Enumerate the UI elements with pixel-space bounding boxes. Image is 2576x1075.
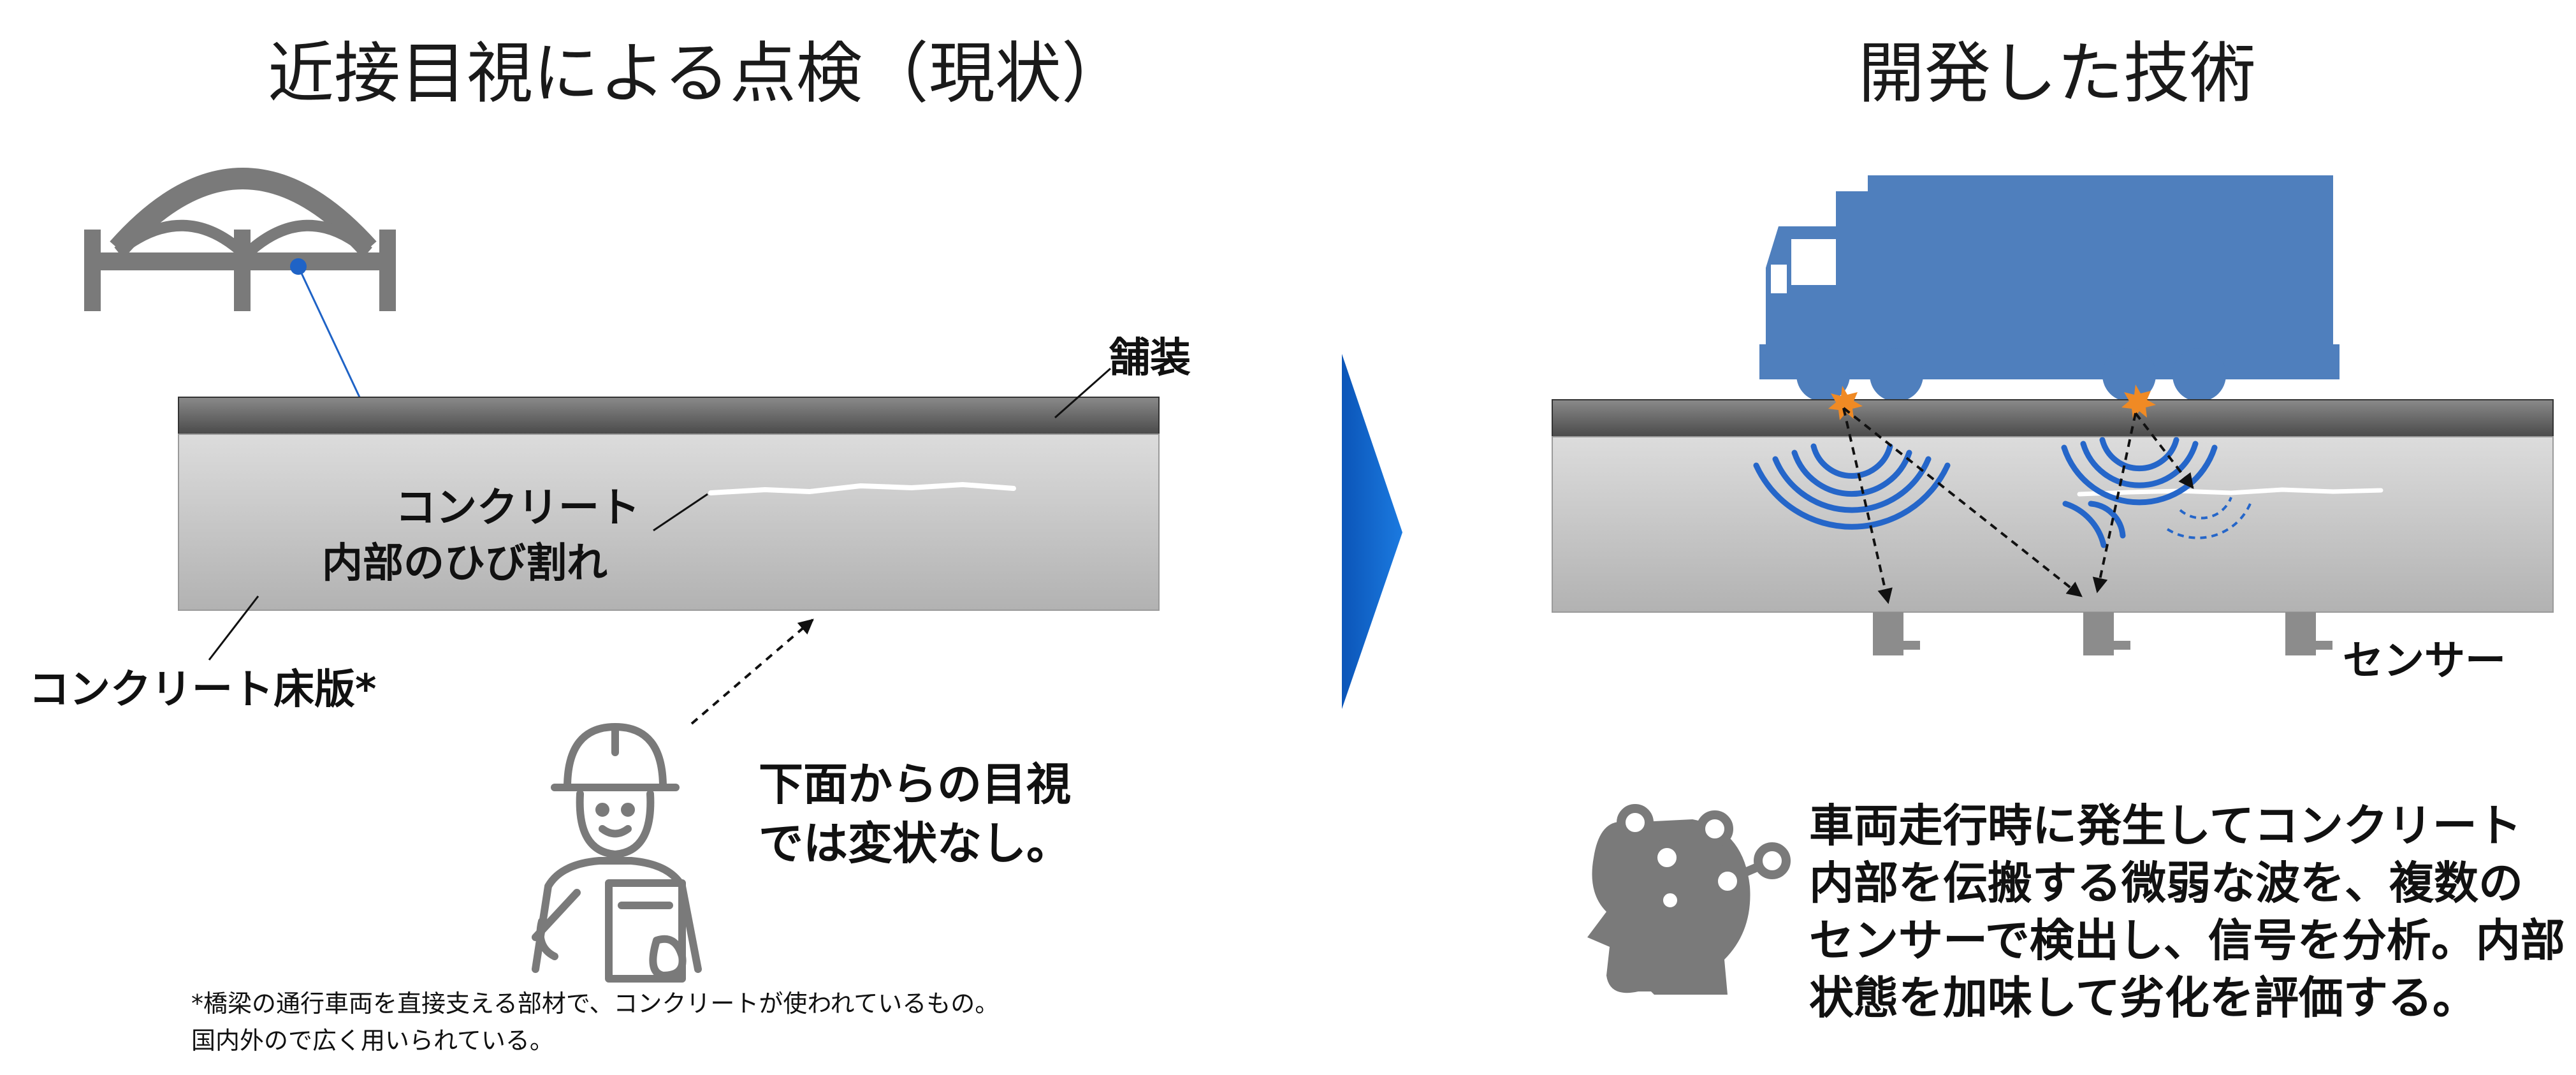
- crack-leader-line: [653, 493, 708, 532]
- ai-head-network-icon: [1587, 804, 1791, 995]
- sensor-label: センサー: [2343, 638, 2506, 685]
- pavement-label: 舗装: [1109, 335, 1191, 382]
- crack-label-line2: 内部のひび割れ: [322, 540, 608, 587]
- footnote-line2: 国内外ので広く用いられている。: [191, 1027, 554, 1055]
- internal-crack-right: [2077, 487, 2383, 497]
- pavement-layer-left: [178, 397, 1160, 435]
- description-line-2: 内部を伝搬する微弱な波を、複数の: [1809, 857, 2523, 909]
- description-line-1: 車両走行時に発生してコンクリート: [1809, 800, 2522, 852]
- footnote-line1: *橋梁の通行車両を直接支える部材で、コンクリートが使われているもの。: [191, 990, 1000, 1018]
- pavement-leader-line: [1054, 367, 1111, 419]
- impact-spark-icon: [1828, 384, 2156, 420]
- bridge-marker-dot: [290, 258, 307, 275]
- arch-bridge-icon: [84, 168, 396, 311]
- observation-line2: では変状なし。: [759, 817, 1071, 870]
- description-line-3: センサーで検出し、信号を分析。内部: [1809, 914, 2565, 967]
- truck-icon: [1759, 175, 2340, 402]
- sensor: [1873, 612, 2332, 655]
- description-line-4: 状態を加味して劣化を評価する。: [1809, 972, 2477, 1024]
- right-triangle-arrow-icon: [1342, 354, 1402, 709]
- elastic-wave-arcs: [1753, 437, 2218, 548]
- right-panel-title: 開発した技術: [1858, 34, 2257, 112]
- truck-windows: [1771, 239, 1836, 293]
- scattered-wave-arcs: [2166, 497, 2252, 539]
- left-panel-title: 近接目視による点検（現状）: [268, 34, 1128, 112]
- slab-leader-line: [208, 596, 259, 661]
- concrete-slab-left: [178, 434, 1160, 611]
- wave-propagation-arrows: [1842, 407, 2194, 604]
- concrete-slab-right: [1552, 436, 2554, 613]
- observation-line1: 下面からの目視: [759, 758, 1071, 810]
- slab-label: コンクリート床版*: [29, 666, 377, 713]
- internal-crack-left: [708, 481, 1016, 495]
- bridge-leader-line: [297, 266, 361, 399]
- sight-line-arrow: [690, 618, 814, 725]
- inspector-with-clipboard-icon: [532, 723, 702, 983]
- pavement-layer-right: [1552, 399, 2554, 437]
- crack-label-line1: コンクリート: [395, 485, 640, 532]
